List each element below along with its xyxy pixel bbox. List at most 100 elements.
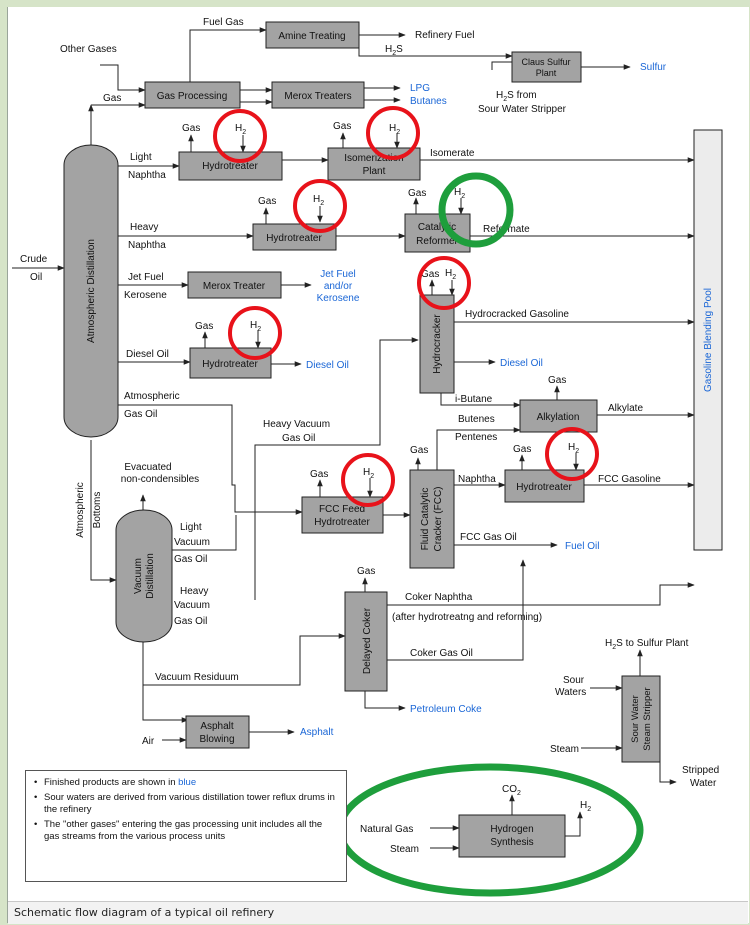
isomerate-label: Isomerate <box>430 148 475 159</box>
stripped-water-label-2: Water <box>690 778 717 789</box>
alkylate-label: Alkylate <box>608 403 643 414</box>
fuel-gas-label: Fuel Gas <box>203 17 244 28</box>
legend-box: Finished products are shown in blue Sour… <box>25 770 347 882</box>
h2s-label: H2S <box>385 44 403 57</box>
unit-labels: Atmospheric Distillation Vacuum Distilla… <box>86 31 714 848</box>
hydrogen-label-2: Synthesis <box>490 837 533 848</box>
h2-label-ref: H2 <box>454 187 465 200</box>
isomerization-label-1: Isomerization <box>344 153 403 164</box>
catalytic-reformer-label-1: Catalytic <box>418 222 456 233</box>
red-circle-h2-iso <box>366 106 420 160</box>
naphtha-label-2: Naphtha <box>128 240 166 251</box>
heavy-vacuum-gas-oil-label-1: Heavy Vacuum <box>263 419 330 430</box>
butenes-label: Butenes <box>458 414 495 425</box>
gas-label-iso: Gas <box>333 121 351 132</box>
light-label: Light <box>130 152 152 163</box>
h2-label-ht2: H2 <box>313 194 324 207</box>
gas-label-coker: Gas <box>357 566 375 577</box>
fcc-label-1: Fluid Catalytic <box>420 488 431 551</box>
h2-label-ht4: H2 <box>568 442 579 455</box>
atm-gas-oil-label-2: Gas Oil <box>124 409 157 420</box>
gas-label-alky: Gas <box>548 375 566 386</box>
h2-label-hc: H2 <box>445 268 456 281</box>
atm-bottoms-label-1: Atmospheric <box>75 482 86 538</box>
h2s-sulfur-plant-label: H2S to Sulfur Plant <box>605 638 689 651</box>
oil-label: Oil <box>30 272 42 283</box>
sour-water-stripper-label: Sour Water Stripper <box>478 104 567 115</box>
delayed-coker-unit <box>344 591 388 692</box>
hydrotreater-1-label: Hydrotreater <box>202 161 258 172</box>
merox-treater-unit-2 <box>187 271 282 299</box>
gasoline-blending-pool <box>693 129 723 551</box>
coker-naphtha-label: Coker Naphtha <box>405 592 473 603</box>
atmospheric-distillation-label: Atmospheric Distillation <box>86 239 97 343</box>
evacuated-label-1: Evacuated <box>124 462 171 473</box>
fcc-gasoline-label: FCC Gasoline <box>598 474 661 485</box>
vacuum-label-1: Vacuum <box>133 558 144 594</box>
vacuum-distillation-column <box>115 509 173 643</box>
gas-label-top: Gas <box>103 93 121 104</box>
gas-label-hc: Gas <box>421 269 439 280</box>
fcc-unit <box>409 469 455 569</box>
legend-item-2: Sour waters are derived from various dis… <box>34 792 338 816</box>
light-vacuum-label-3: Gas Oil <box>174 554 207 565</box>
vacuum-residuum-label: Vacuum Residuum <box>155 672 239 683</box>
asphalt-label-1: Asphalt <box>200 721 234 732</box>
catalytic-reformer-label-2: Reformer <box>416 236 458 247</box>
naphtha-label-1: Naphtha <box>128 170 166 181</box>
blending-pool-label: Gasoline Blending Pool <box>703 288 714 392</box>
h2s-from-label: H2S from <box>496 90 537 103</box>
stream-labels: Fuel Gas Refinery Fuel Other Gases Gas H… <box>20 17 719 855</box>
pentenes-label: Pentenes <box>455 432 497 443</box>
asphalt-label-2: Blowing <box>199 734 234 745</box>
merox-treaters-unit <box>271 81 365 109</box>
hydrogen-synthesis-unit <box>458 814 566 858</box>
refinery-fuel-label: Refinery Fuel <box>415 30 474 41</box>
sour-water-label-1: Sour Water <box>630 695 641 743</box>
red-circle-h2-ht1 <box>213 109 267 163</box>
green-circle-reformer-h2 <box>438 172 514 248</box>
lpg-label: LPG <box>410 83 430 94</box>
red-circle-h2-hc <box>417 256 471 310</box>
jet-out-label-3: Kerosene <box>317 293 360 304</box>
sour-water-stripper-unit <box>621 675 661 763</box>
air-label: Air <box>142 736 155 747</box>
heavy-vacuum-gas-oil-label-2: Gas Oil <box>282 433 315 444</box>
gas-label-ht1: Gas <box>182 123 200 134</box>
vacuum-label-2: Distillation <box>145 553 156 599</box>
heavy-vacuum-label-2: Vacuum <box>174 600 210 611</box>
sulfur-label: Sulfur <box>640 62 667 73</box>
gas-processing-unit <box>144 81 241 109</box>
steam-label-2: Steam <box>390 844 419 855</box>
gas-label-ref: Gas <box>408 188 426 199</box>
petroleum-coke-label: Petroleum Coke <box>410 704 482 715</box>
merox-treaters-label: Merox Treaters <box>284 91 351 102</box>
claus-label-1: Claus Sulfur <box>521 57 570 67</box>
co2-label: CO2 <box>502 784 521 797</box>
h2-label-ht3: H2 <box>250 320 261 333</box>
hydrotreater-unit-4 <box>504 469 585 503</box>
red-circle-h2-ht4 <box>545 427 599 481</box>
h2-label-fccf: H2 <box>363 467 374 480</box>
heavy-vacuum-label-3: Gas Oil <box>174 616 207 627</box>
butanes-label: Butanes <box>410 96 447 107</box>
legend-item-1: Finished products are shown in blue <box>34 777 338 789</box>
sour-waters-label-2: Waters <box>555 687 586 698</box>
hydrotreater-unit-1 <box>178 151 283 181</box>
atm-gas-oil-label-1: Atmospheric <box>124 391 180 402</box>
red-circle-h2-ht2 <box>293 179 347 233</box>
crude-label: Crude <box>20 254 48 265</box>
jet-out-label-2: and/or <box>324 281 353 292</box>
light-vacuum-label-1: Light <box>180 522 202 533</box>
hydrotreater-unit-3 <box>189 347 272 379</box>
caption-bar: Schematic flow diagram of a typical oil … <box>8 901 748 924</box>
alkylation-label: Alkylation <box>537 412 580 423</box>
amine-treating-label: Amine Treating <box>278 31 345 42</box>
hydrocracked-gasoline-label: Hydrocracked Gasoline <box>465 309 569 320</box>
kerosene-label: Kerosene <box>124 290 167 301</box>
gas-h2-arrows <box>188 132 579 498</box>
alkylation-unit <box>519 399 598 433</box>
fcc-label-2: Cracker (FCC) <box>433 487 444 552</box>
gas-label-fcc: Gas <box>410 445 428 456</box>
